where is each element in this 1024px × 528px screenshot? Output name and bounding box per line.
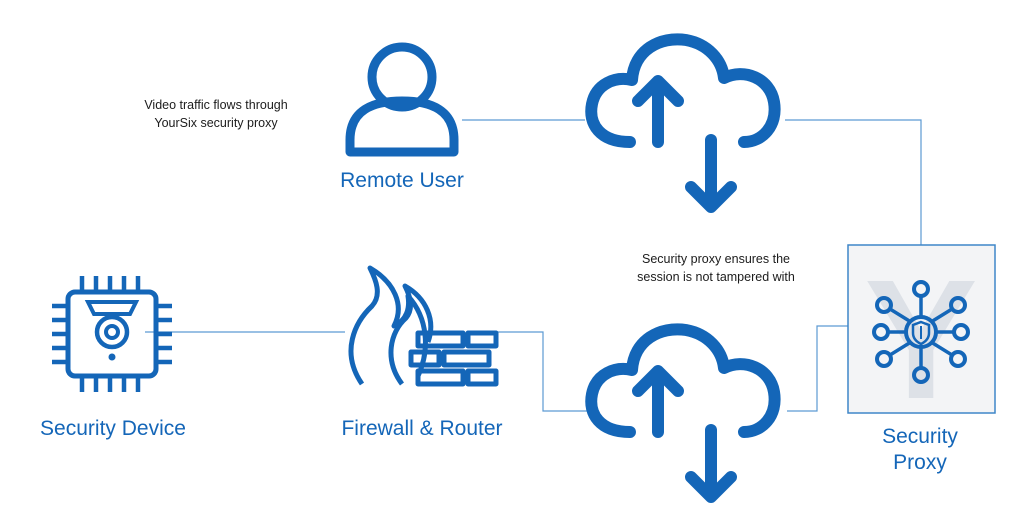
- proxy-ensures-note: Security proxy ensures the session is no…: [606, 250, 826, 286]
- line-firewall-to-cloud: [497, 331, 588, 412]
- line-cloud-to-proxy-bottom: [787, 325, 848, 412]
- note-line: YourSix security proxy: [154, 116, 278, 130]
- firewall-icon: [348, 265, 499, 387]
- security-proxy-label-line: Proxy: [893, 451, 947, 474]
- security-device-label: Security Device: [40, 417, 186, 440]
- line-cloud-to-proxy: [785, 119, 922, 245]
- note-line: session is not tampered with: [637, 270, 795, 284]
- camera-chip-icon: [52, 276, 172, 392]
- firewall-router-label: Firewall & Router: [341, 417, 503, 440]
- user-icon: [345, 42, 459, 157]
- upload-download-cloud-icon: [585, 33, 781, 213]
- security-proxy-label: Security Proxy: [850, 424, 990, 476]
- note-line: Security proxy ensures the: [642, 252, 790, 266]
- security-proxy-panel: Y: [847, 244, 996, 435]
- video-traffic-note: Video traffic flows through YourSix secu…: [107, 96, 325, 132]
- upload-download-cloud-icon: [585, 323, 781, 503]
- security-proxy-label-line: Security: [882, 425, 958, 448]
- note-line: Video traffic flows through: [144, 98, 288, 112]
- connector-lines: [145, 119, 922, 412]
- remote-user-label: Remote User: [340, 169, 464, 192]
- network-shield-icon: [872, 280, 970, 384]
